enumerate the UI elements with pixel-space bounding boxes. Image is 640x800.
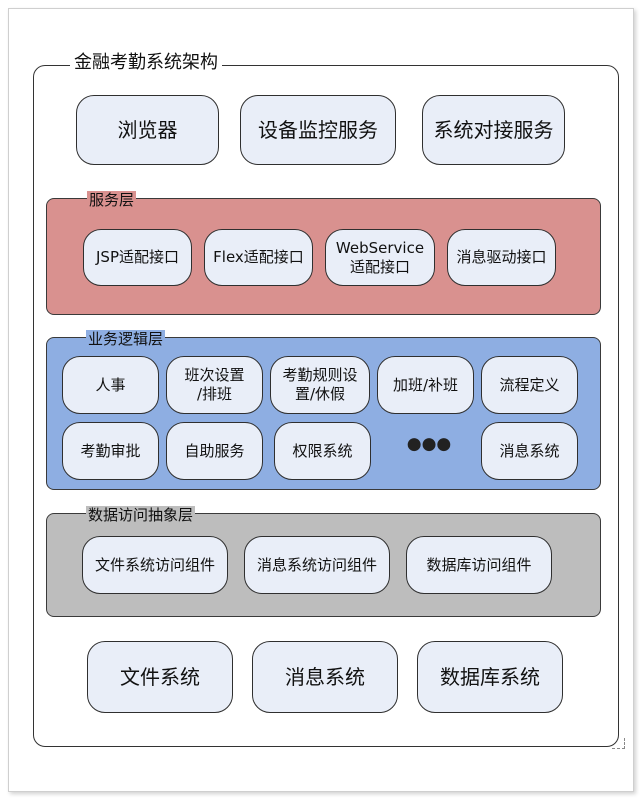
jsp-adapter-box: JSP适配接口	[83, 229, 192, 286]
attendance-rules-leave-box: 考勤规则设 置/休假	[270, 356, 370, 414]
corner-mark	[612, 738, 625, 749]
permission-system-box: 权限系统	[274, 422, 371, 480]
business-logic-layer-title: 业务逻辑层	[86, 330, 166, 348]
message-driven-interface-box: 消息驱动接口	[447, 229, 556, 286]
hr-box: 人事	[62, 356, 159, 414]
overtime-makeup-box: 加班/补班	[377, 356, 474, 414]
message-system-storage-box: 消息系统	[252, 641, 398, 713]
attendance-approval-box: 考勤审批	[62, 422, 159, 480]
service-layer-title: 服务层	[87, 191, 137, 209]
message-system-box: 消息系统	[481, 422, 578, 480]
file-system-box: 文件系统	[87, 641, 233, 713]
database-system-box: 数据库系统	[417, 641, 563, 713]
device-monitor-service-box: 设备监控服务	[240, 95, 396, 165]
process-definition-box: 流程定义	[481, 356, 578, 414]
data-access-layer-title: 数据访问抽象层	[86, 506, 196, 524]
browser-box: 浏览器	[76, 95, 219, 165]
self-service-box: 自助服务	[166, 422, 263, 480]
diagram-title: 金融考勤系统架构	[70, 52, 222, 74]
webservice-adapter-box: WebService 适配接口	[325, 229, 435, 286]
architecture-container	[33, 65, 619, 747]
message-system-access-component-box: 消息系统访问组件	[244, 536, 390, 594]
database-access-component-box: 数据库访问组件	[406, 536, 552, 594]
system-integration-service-box: 系统对接服务	[422, 95, 565, 165]
flex-adapter-box: Flex适配接口	[204, 229, 313, 286]
file-system-access-component-box: 文件系统访问组件	[82, 536, 228, 594]
shift-schedule-box: 班次设置 /排班	[166, 356, 263, 414]
ellipsis-icon: ●●●	[406, 434, 452, 454]
